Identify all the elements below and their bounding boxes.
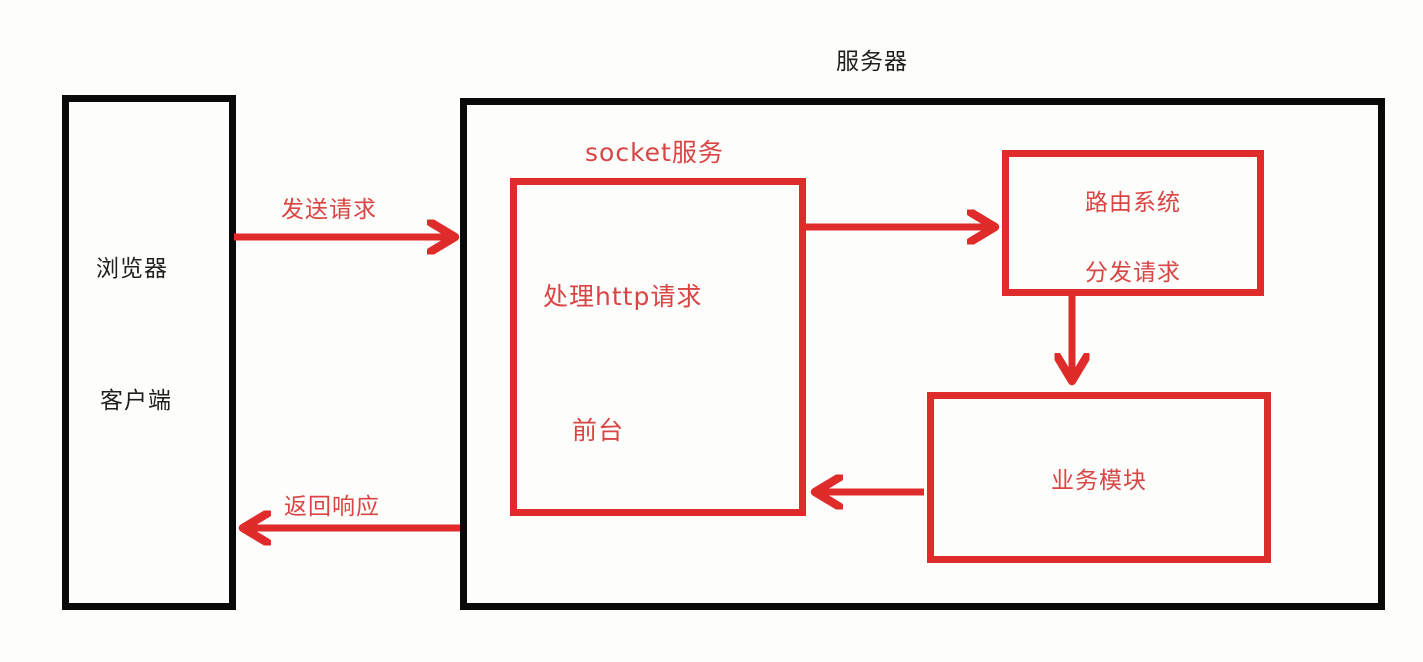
business-module-label: 业务模块 [1051,467,1147,494]
business-module-box: 业务模块 [927,392,1271,563]
handle-http-label: 处理http请求 [543,282,703,311]
server-box [460,98,1385,610]
socket-service-box: 处理http请求 前台 [510,178,806,516]
dispatch-request-label: 分发请求 [1085,260,1181,286]
socket-service-title: socket服务 [585,138,724,167]
client-box: 浏览器 客户端 [62,95,236,610]
router-box: 路由系统 分发请求 [1002,150,1264,296]
server-title: 服务器 [836,49,908,75]
client-label: 客户端 [100,388,172,414]
frontend-label: 前台 [572,416,625,445]
return-response-label: 返回响应 [284,494,380,520]
send-request-label: 发送请求 [281,197,377,223]
browser-label: 浏览器 [96,256,168,282]
router-system-label: 路由系统 [1085,190,1181,216]
